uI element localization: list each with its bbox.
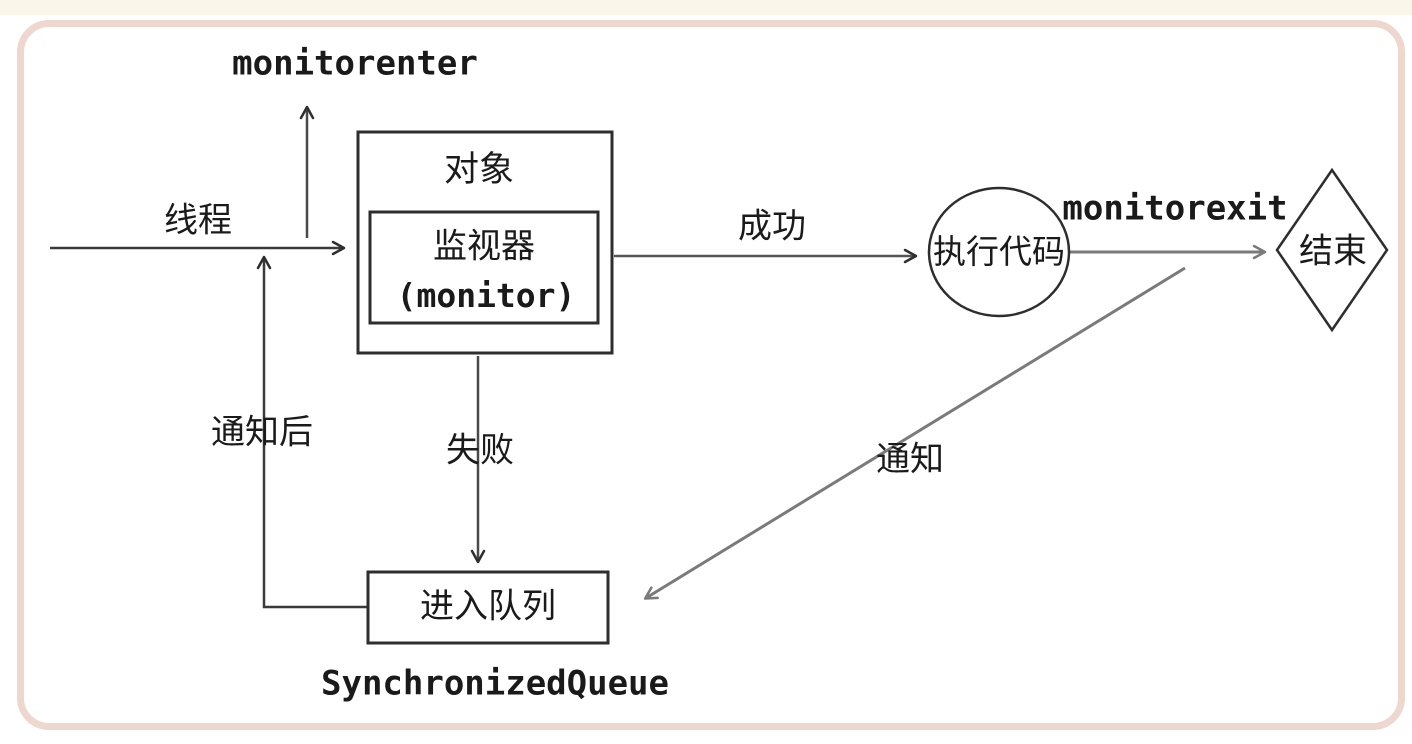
execute-circle [927,186,1071,318]
queue-caption-label: SynchronizedQueue [321,663,669,704]
queue-box [366,570,610,645]
end-diamond-label: 结束 [1299,231,1367,272]
end-diamond [1275,167,1389,333]
monitorexit-label: monitorexit [1062,188,1288,229]
object-box-label: 对象 [443,149,515,190]
rounded-frame [17,20,1405,730]
monitor-box-label: 监视器 [433,226,535,267]
execute-circle-label: 执行代码 [933,231,1065,271]
notify-arrow [643,266,1186,600]
monitorenter-label: monitorenter [232,43,478,84]
success-label: 成功 [738,206,806,247]
monitor-box-sublabel: (monitor) [396,275,576,315]
fail-label: 失败 [446,430,514,471]
monitor-box [368,210,600,325]
after-notify-label: 通知后 [211,412,313,453]
after-notify-return-arrow [256,255,368,609]
top-background-strip [0,0,1412,15]
thread-label: 线程 [164,200,232,241]
queue-box-label: 进入队列 [420,586,556,627]
notify-label: 通知 [876,439,944,480]
